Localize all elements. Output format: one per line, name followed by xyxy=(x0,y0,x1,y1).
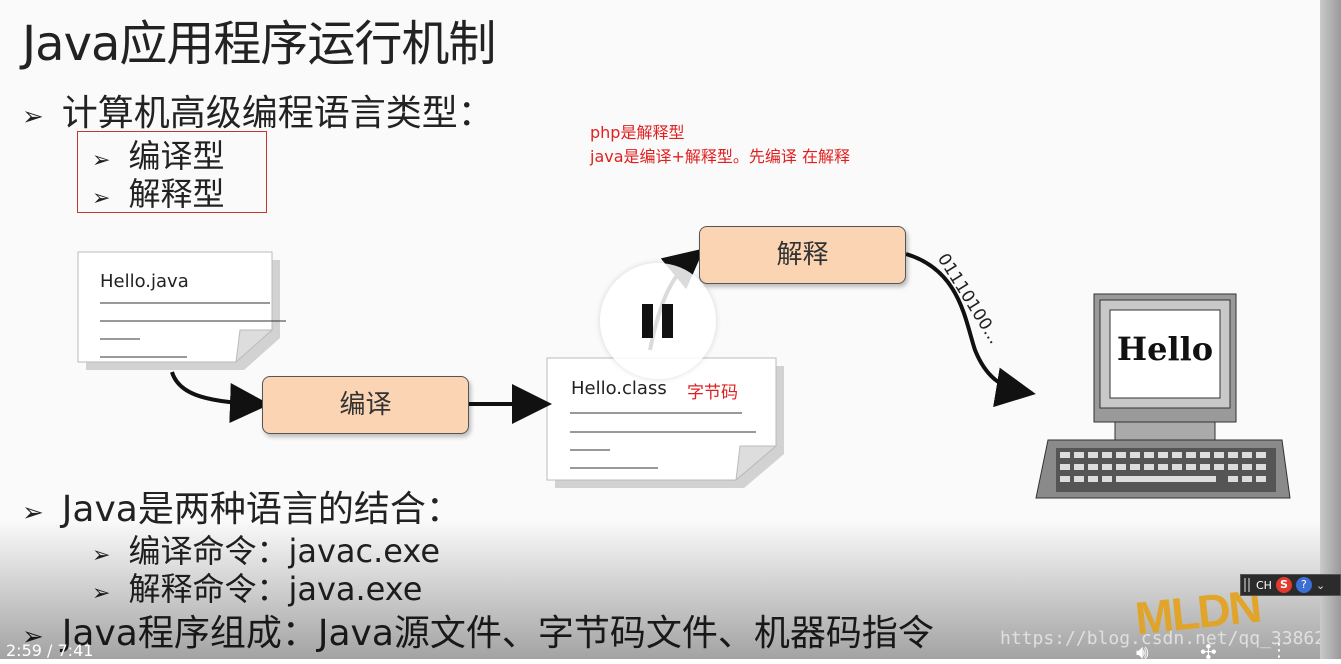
slide-title: Java应用程序运行机制 xyxy=(22,16,496,72)
fullscreen-icon[interactable]: ✣ xyxy=(1200,640,1217,664)
bullet-arrow-icon: ➢ xyxy=(92,581,111,606)
sub-interpreted-text: 解释型 xyxy=(128,175,225,213)
ime-s-icon[interactable]: S xyxy=(1275,577,1292,593)
playback-time: 2:59 / 7:41 xyxy=(6,641,94,660)
sub-interpreted: ➢ 解释型 xyxy=(92,169,224,215)
volume-icon[interactable]: 🔊︎ xyxy=(1136,640,1149,664)
ime-language[interactable]: CH xyxy=(1256,578,1272,592)
computer-icon xyxy=(1035,293,1291,499)
bullet-arrow-icon: ➢ xyxy=(92,543,111,568)
monitor-hello-text: Hello xyxy=(1116,330,1214,368)
annotation-java: java是编译+解释型。先编译 在解释 xyxy=(590,147,851,166)
bullet-arrow-icon: ➢ xyxy=(22,102,44,132)
bullet-program-composition-text: Java程序组成：Java源文件、字节码文件、机器码指令 xyxy=(61,613,934,654)
sub-interpret-command: ➢ 解释命令：java.exe xyxy=(92,564,422,610)
pause-icon xyxy=(642,304,653,338)
bullet-arrow-icon: ➢ xyxy=(22,622,44,652)
annotation-php: php是解释型 xyxy=(590,123,685,142)
pause-icon-bar xyxy=(662,304,673,338)
sub-compiled-text: 编译型 xyxy=(128,137,225,175)
bullet-language-types-text: 计算机高级编程语言类型： xyxy=(61,93,494,134)
sub-compile-command: ➢ 编译命令：javac.exe xyxy=(92,526,440,572)
bullet-arrow-icon: ➢ xyxy=(22,498,44,528)
more-icon[interactable]: ⋮ xyxy=(1270,640,1288,661)
sub-compiled: ➢ 编译型 xyxy=(92,131,224,177)
source-file-icon xyxy=(77,251,286,370)
compile-step: 编译 xyxy=(262,376,469,434)
ime-toolbar[interactable]: CH S ? ⌄ xyxy=(1240,574,1341,596)
bullet-program-composition: ➢ Java程序组成：Java源文件、字节码文件、机器码指令 xyxy=(22,604,934,656)
flow-diagram xyxy=(77,248,1291,499)
window-edge xyxy=(1320,0,1341,659)
bytecode-label: 字节码 xyxy=(687,383,738,403)
ime-more-icon[interactable]: ⌄ xyxy=(1315,578,1326,592)
sub-interpret-command-text: 解释命令：java.exe xyxy=(128,570,423,608)
highlight-box xyxy=(77,131,267,213)
ime-grip-icon[interactable] xyxy=(1244,578,1252,592)
bullet-arrow-icon: ➢ xyxy=(92,148,111,173)
class-file-name: Hello.class xyxy=(571,378,667,399)
source-file-name: Hello.java xyxy=(100,271,189,292)
sub-compile-command-text: 编译命令：javac.exe xyxy=(128,532,441,570)
pause-button[interactable] xyxy=(600,263,716,379)
ime-help-icon[interactable]: ? xyxy=(1295,577,1312,593)
bullet-java-combination-text: Java是两种语言的结合： xyxy=(61,489,462,530)
blog-watermark: https://blog.csdn.net/qq_33862644 xyxy=(1000,628,1341,649)
interpret-step: 解释 xyxy=(699,226,906,284)
bullet-language-types: ➢ 计算机高级编程语言类型： xyxy=(22,84,494,136)
bullet-arrow-icon: ➢ xyxy=(92,186,111,211)
class-file-icon xyxy=(546,357,784,488)
bullet-java-combination: ➢ Java是两种语言的结合： xyxy=(22,480,462,532)
